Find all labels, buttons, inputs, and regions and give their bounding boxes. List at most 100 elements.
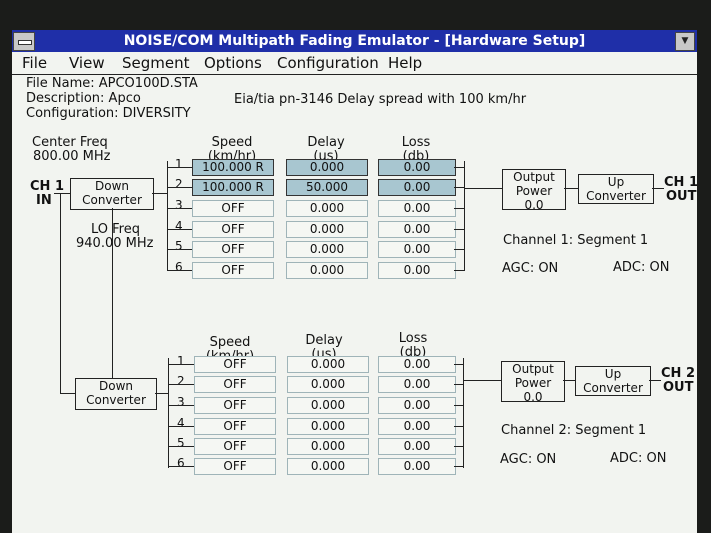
ch2-out-sub: OUT — [663, 380, 694, 395]
ch1-path-speed-field[interactable]: OFF — [192, 221, 274, 238]
ch2-path-delay-field[interactable]: 0.000 — [287, 438, 369, 455]
delay-header-text: Delay — [305, 333, 343, 348]
ch1-path-speed-field[interactable]: 100.000 R — [192, 159, 274, 176]
ch2-path-delay-field[interactable]: 0.000 — [287, 356, 369, 373]
ch2-path-delay-field[interactable]: 0.000 — [287, 397, 369, 414]
ch2-path-loss-field[interactable]: 0.00 — [378, 397, 456, 414]
output-power-label: Output Power — [512, 362, 554, 390]
ch1-path-delay-field[interactable]: 0.000 — [286, 221, 368, 238]
wire-ch1-path-out — [454, 270, 464, 271]
wire-ch2-down-out — [155, 393, 168, 394]
ch2-path-speed-field[interactable]: OFF — [194, 356, 276, 373]
ch2-path-delay-field[interactable]: 0.000 — [287, 418, 369, 435]
ch2-path-speed-field[interactable]: OFF — [194, 397, 276, 414]
wire-ch2-path-out — [454, 426, 463, 427]
menu-help[interactable]: Help — [388, 54, 423, 72]
ch1-adc: ADC: ON — [613, 260, 670, 275]
menu-bar: File View Segment Options Configuration … — [12, 52, 697, 75]
ch1-path-loss-field[interactable]: 0.00 — [378, 200, 456, 217]
wire-ch2-path-out — [454, 466, 463, 467]
minimize-icon[interactable]: ▼ — [675, 32, 695, 51]
wire-ch2-path-in — [168, 466, 194, 467]
menu-segment[interactable]: Segment — [122, 54, 190, 72]
ch2-path-delay-field[interactable]: 0.000 — [287, 458, 369, 475]
ch1-path-delay-field[interactable]: 0.000 — [286, 241, 368, 258]
ch1-down-converter[interactable]: Down Converter — [70, 178, 154, 210]
ch2-path-loss-field[interactable]: 0.00 — [378, 418, 456, 435]
wire-ch1-path-in — [167, 270, 192, 271]
wire-ch1-path-in — [167, 167, 192, 168]
ch1-path-delay-field[interactable]: 50.000 — [286, 179, 368, 196]
menu-options[interactable]: Options — [204, 54, 262, 72]
ch1-output-power[interactable]: Output Power 0.0 — [502, 169, 566, 212]
wire-lo-vertical — [112, 208, 113, 378]
wire-ch2-path-in — [168, 405, 194, 406]
wire-ch1-path-out — [454, 187, 464, 188]
lo-freq-value: 940.00 MHz — [76, 236, 154, 251]
wire-ch1-path-out — [454, 167, 464, 168]
wire-ch1-to-out — [652, 188, 664, 189]
wire-ch2-path-in — [168, 446, 194, 447]
wire-ch2-to-out — [649, 380, 661, 381]
output-power-label: Output Power — [513, 170, 555, 198]
ch1-path-loss-field[interactable]: 0.00 — [378, 241, 456, 258]
ch1-path-delay-field[interactable]: 0.000 — [286, 200, 368, 217]
ch2-path-number: 6 — [177, 456, 185, 470]
ch1-in-label: CH 1 — [30, 179, 64, 194]
ch1-out-sub: OUT — [666, 189, 697, 204]
ch2-path-number: 3 — [177, 395, 185, 409]
wire-ch2-path-out — [454, 384, 463, 385]
description: Description: Apco — [26, 91, 141, 106]
speed-header-text: Speed — [211, 135, 253, 150]
wire-ch1-to-output — [464, 188, 502, 189]
ch1-path-delay-field[interactable]: 0.000 — [286, 262, 368, 279]
ch1-path-number: 6 — [175, 260, 183, 274]
ch1-path-speed-field[interactable]: OFF — [192, 200, 274, 217]
wire-ch1-down-out — [152, 193, 167, 194]
configuration: Configuration: DIVERSITY — [26, 106, 191, 121]
menu-file[interactable]: File — [22, 54, 48, 72]
ch2-agc: AGC: ON — [500, 452, 557, 467]
ch1-path-loss-field[interactable]: 0.00 — [378, 262, 456, 279]
ch2-path-speed-field[interactable]: OFF — [194, 376, 276, 393]
menu-configuration[interactable]: Configuration — [277, 54, 379, 72]
loss-header-text: Loss — [398, 331, 428, 346]
wire-ch1-path-in — [167, 208, 192, 209]
wire-ch1-path-in — [167, 187, 192, 188]
menu-view[interactable]: View — [69, 54, 105, 72]
ch2-out-label: CH 2 — [661, 366, 695, 381]
wire-ch1-path-in — [167, 229, 192, 230]
output-power-value: 0.0 — [523, 390, 543, 404]
ch1-path-number: 5 — [175, 239, 183, 253]
ch2-path-loss-field[interactable]: 0.00 — [378, 458, 456, 475]
ch2-path-speed-field[interactable]: OFF — [194, 458, 276, 475]
delay-header-text: Delay — [307, 135, 345, 150]
lo-freq-label: LO Freq — [91, 222, 140, 237]
ch2-path-loss-field[interactable]: 0.00 — [378, 356, 456, 373]
ch1-path-loss-field[interactable]: 0.00 — [378, 159, 456, 176]
system-menu-icon[interactable] — [13, 32, 35, 51]
wire-ch2-path-out — [454, 405, 463, 406]
ch2-path-loss-field[interactable]: 0.00 — [378, 438, 456, 455]
ch1-path-delay-field[interactable]: 0.000 — [286, 159, 368, 176]
loss-header-text: Loss — [401, 135, 431, 150]
ch1-path-speed-field[interactable]: 100.000 R — [192, 179, 274, 196]
ch2-down-converter[interactable]: Down Converter — [75, 378, 157, 410]
ch2-path-loss-field[interactable]: 0.00 — [378, 376, 456, 393]
ch2-up-converter[interactable]: Up Converter — [575, 366, 651, 396]
ch2-path-delay-field[interactable]: 0.000 — [287, 376, 369, 393]
ch1-path-loss-field[interactable]: 0.00 — [378, 179, 456, 196]
ch1-out-label: CH 1 — [664, 175, 697, 190]
ch1-path-loss-field[interactable]: 0.00 — [378, 221, 456, 238]
title-bar[interactable]: NOISE/COM Multipath Fading Emulator - [H… — [12, 30, 697, 52]
ch1-up-converter[interactable]: Up Converter — [578, 174, 654, 204]
ch2-path-number: 5 — [177, 436, 185, 450]
ch1-in-sub: IN — [36, 193, 52, 208]
ch2-path-speed-field[interactable]: OFF — [194, 418, 276, 435]
ch2-path-speed-field[interactable]: OFF — [194, 438, 276, 455]
ch2-output-power[interactable]: Output Power 0.0 — [501, 361, 565, 404]
ch1-path-speed-field[interactable]: OFF — [192, 241, 274, 258]
ch2-path-number: 2 — [177, 374, 185, 388]
center-freq-label: Center Freq — [32, 135, 108, 150]
ch1-path-speed-field[interactable]: OFF — [192, 262, 274, 279]
